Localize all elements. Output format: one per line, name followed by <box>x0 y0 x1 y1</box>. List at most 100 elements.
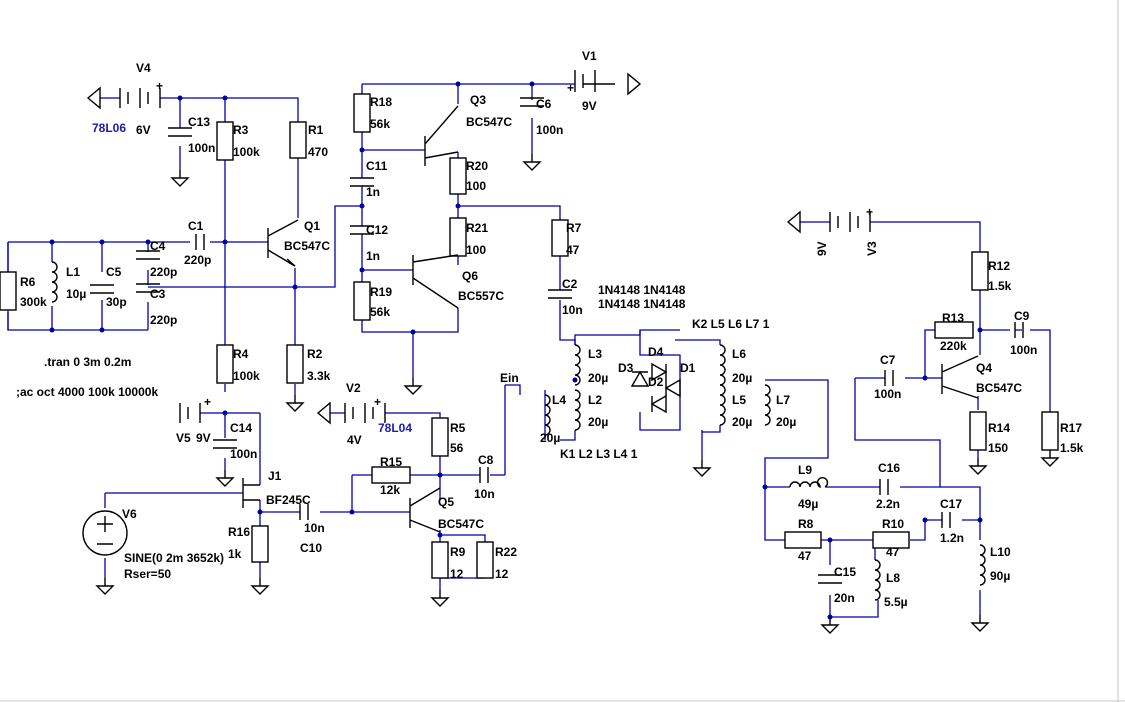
label-c1-val: 220p <box>184 253 211 267</box>
label-r15: R15 <box>380 455 402 469</box>
label-v5-val: 9V <box>196 431 211 445</box>
label-v4-val: 6V <box>136 123 151 137</box>
label-v3-val: 9V <box>815 241 829 256</box>
label-c4-val: 220p <box>150 265 177 279</box>
label-v6-val1: SINE(0 2m 3652k) <box>124 551 224 565</box>
label-r19-val: 56k <box>370 305 390 319</box>
label-r6-val: 300k <box>20 295 47 309</box>
label-c4: C4 <box>150 239 166 253</box>
label-r9: R9 <box>450 545 466 559</box>
label-r8-val: 47 <box>798 549 812 563</box>
label-ac-directive: ;ac oct 4000 100k 10000k <box>16 385 158 399</box>
label-c14-val: 100n <box>230 447 257 461</box>
label-r15-val: 12k <box>380 483 400 497</box>
label-q6-model: BC557C <box>458 289 504 303</box>
label-l4: L4 <box>552 393 566 407</box>
label-k2: K2 L5 L6 L7 1 <box>692 317 770 331</box>
label-c15: C15 <box>834 565 856 579</box>
label-q1-model: BC547C <box>284 239 330 253</box>
label-j1-model: BF245C <box>266 493 311 507</box>
label-l10-val: 90µ <box>990 569 1010 583</box>
label-c10: C10 <box>300 541 322 555</box>
label-l10: L10 <box>990 545 1011 559</box>
label-l7: L7 <box>776 393 790 407</box>
label-c3-val: 220p <box>150 313 177 327</box>
v5-plus-sign: + <box>204 395 211 409</box>
label-c17: C17 <box>940 497 962 511</box>
label-c6-val: 100n <box>536 123 563 137</box>
label-c12-val: 1n <box>366 249 380 263</box>
label-r5: R5 <box>450 421 466 435</box>
label-q4-model: BC547C <box>976 381 1022 395</box>
label-r19: R19 <box>370 285 392 299</box>
components <box>0 70 1059 634</box>
label-c17-val: 1.2n <box>940 531 964 545</box>
v4-plus-sign: + <box>156 79 163 93</box>
v2-plus-sign: + <box>374 395 381 409</box>
label-v4-model: 78L06 <box>92 121 126 135</box>
label-v6-val2: Rser=50 <box>124 567 171 581</box>
label-r14-val: 150 <box>988 441 1008 455</box>
label-l8: L8 <box>886 571 900 585</box>
label-r7-val: 47 <box>566 243 580 257</box>
label-diode-models-2: 1N4148 1N4148 <box>598 297 686 311</box>
label-v1-val: 9V <box>582 99 597 113</box>
label-l5-val: 20µ <box>732 415 752 429</box>
label-r2: R2 <box>307 347 323 361</box>
label-r12-val: 1.5k <box>988 279 1012 293</box>
label-c5-val: 30p <box>106 295 127 309</box>
label-r10: R10 <box>882 517 904 531</box>
label-r13-val: 220k <box>940 339 967 353</box>
label-d4: D4 <box>648 345 664 359</box>
label-c13-val: 100n <box>188 141 215 155</box>
label-c13: C13 <box>188 115 210 129</box>
label-q6: Q6 <box>462 269 478 283</box>
label-v3: V3 <box>865 241 879 256</box>
label-v2-val: 4V <box>347 433 362 447</box>
label-c10-val: 10n <box>304 521 325 535</box>
label-c2: C2 <box>562 277 578 291</box>
label-c11: C11 <box>366 159 388 173</box>
label-l3: L3 <box>588 347 602 361</box>
label-q4: Q4 <box>976 361 992 375</box>
label-l7-val: 20µ <box>776 415 796 429</box>
label-r13: R13 <box>942 311 964 325</box>
label-r12: R12 <box>988 259 1010 273</box>
v3-plus-sign: + <box>866 205 873 219</box>
label-q3-model: BC547C <box>466 115 512 129</box>
label-v2-model: 78L04 <box>378 421 412 435</box>
labels: V4 78L06 6V C13 100n R3 100k R1 470 R18 … <box>16 49 1084 609</box>
q6-symbol <box>412 254 459 309</box>
label-r17-val: 1.5k <box>1060 441 1084 455</box>
label-l1: L1 <box>66 265 80 279</box>
label-c9-val: 100n <box>1010 343 1037 357</box>
label-l9: L9 <box>798 463 812 477</box>
label-r22-val: 12 <box>495 567 509 581</box>
label-r18: R18 <box>370 95 392 109</box>
j1-symbol <box>242 478 260 508</box>
label-c9: C9 <box>1014 309 1030 323</box>
label-tran-directive: .tran 0 3m 0.2m <box>44 355 131 369</box>
label-l6-val: 20µ <box>732 371 752 385</box>
label-c7: C7 <box>880 353 896 367</box>
label-r5-val: 56 <box>450 441 464 455</box>
label-l2-val: 20µ <box>588 415 608 429</box>
label-v1: V1 <box>582 49 597 63</box>
label-l5: L5 <box>732 393 746 407</box>
label-l8-val: 5.5µ <box>884 595 908 609</box>
label-c16-val: 2.2n <box>876 497 900 511</box>
label-j1: J1 <box>268 469 282 483</box>
label-r2-val: 3.3k <box>307 369 331 383</box>
label-d1: D1 <box>680 361 696 375</box>
label-v4: V4 <box>136 61 151 75</box>
label-q3: Q3 <box>470 93 486 107</box>
label-l3-val: 20µ <box>588 371 608 385</box>
label-l2: L2 <box>588 393 602 407</box>
label-r16-val: 1k <box>228 547 242 561</box>
label-c7-val: 100n <box>874 387 901 401</box>
label-c5: C5 <box>106 265 122 279</box>
label-c16: C16 <box>878 461 900 475</box>
label-r1: R1 <box>308 123 324 137</box>
